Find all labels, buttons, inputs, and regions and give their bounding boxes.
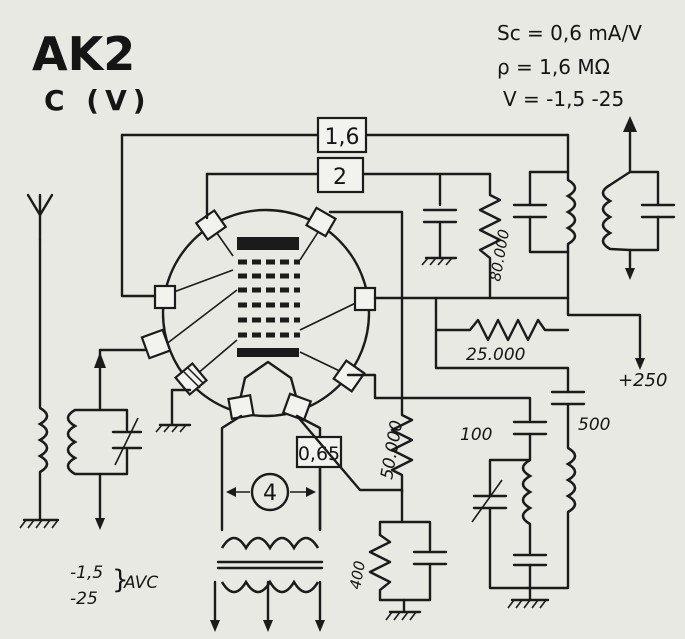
spec-sc: Sc = 0,6 mA/V xyxy=(497,21,642,45)
anode-coil xyxy=(565,178,577,246)
filament-voltage: 4 xyxy=(263,481,277,506)
tube-envelope xyxy=(161,208,371,418)
label-500: 500 xyxy=(578,415,610,435)
output-coil xyxy=(601,183,613,251)
anode-plate xyxy=(237,237,299,250)
filament-transformer-primary xyxy=(220,536,320,551)
resistor-box-second xyxy=(316,156,365,194)
tube-classification: C (V) xyxy=(44,84,152,117)
label-100: 100 xyxy=(460,425,492,445)
oscillator-coil-right xyxy=(565,446,577,514)
ground-icon xyxy=(19,518,60,529)
antenna-icon xyxy=(26,193,54,242)
box-top-value: 1,6 xyxy=(325,125,360,150)
grid-electrodes xyxy=(238,259,300,338)
avc-label: AVC xyxy=(123,573,158,593)
cathode xyxy=(237,348,299,357)
variable-capacitor-arrow-right xyxy=(471,479,503,523)
box-second-value: 2 xyxy=(333,165,347,190)
label-plus-250: +250 xyxy=(618,370,667,391)
oscillator-coil-left xyxy=(521,458,533,526)
svg-text:}: } xyxy=(112,565,129,595)
avc-value-1: -1,5 xyxy=(70,563,103,583)
filament-transformer-secondary xyxy=(220,579,320,594)
spec-rho: ρ = 1,6 MΩ xyxy=(497,55,610,79)
label-400: 400 xyxy=(346,559,369,590)
antenna-coil xyxy=(37,406,49,474)
tube-name: AK2 xyxy=(32,27,135,81)
heater-filament xyxy=(243,360,293,380)
avc-value-2: -25 xyxy=(70,589,98,609)
filament-box-value: 0,65 xyxy=(298,443,340,465)
spec-v: V = -1,5 -25 xyxy=(503,87,624,111)
resistor-box-top xyxy=(316,116,368,154)
label-25000: 25.000 xyxy=(466,345,525,365)
grid-coil xyxy=(66,408,78,476)
label-50000: 50.000 xyxy=(377,419,407,481)
variable-capacitor-arrow xyxy=(114,417,139,466)
filament-voltage-circle xyxy=(250,472,290,512)
